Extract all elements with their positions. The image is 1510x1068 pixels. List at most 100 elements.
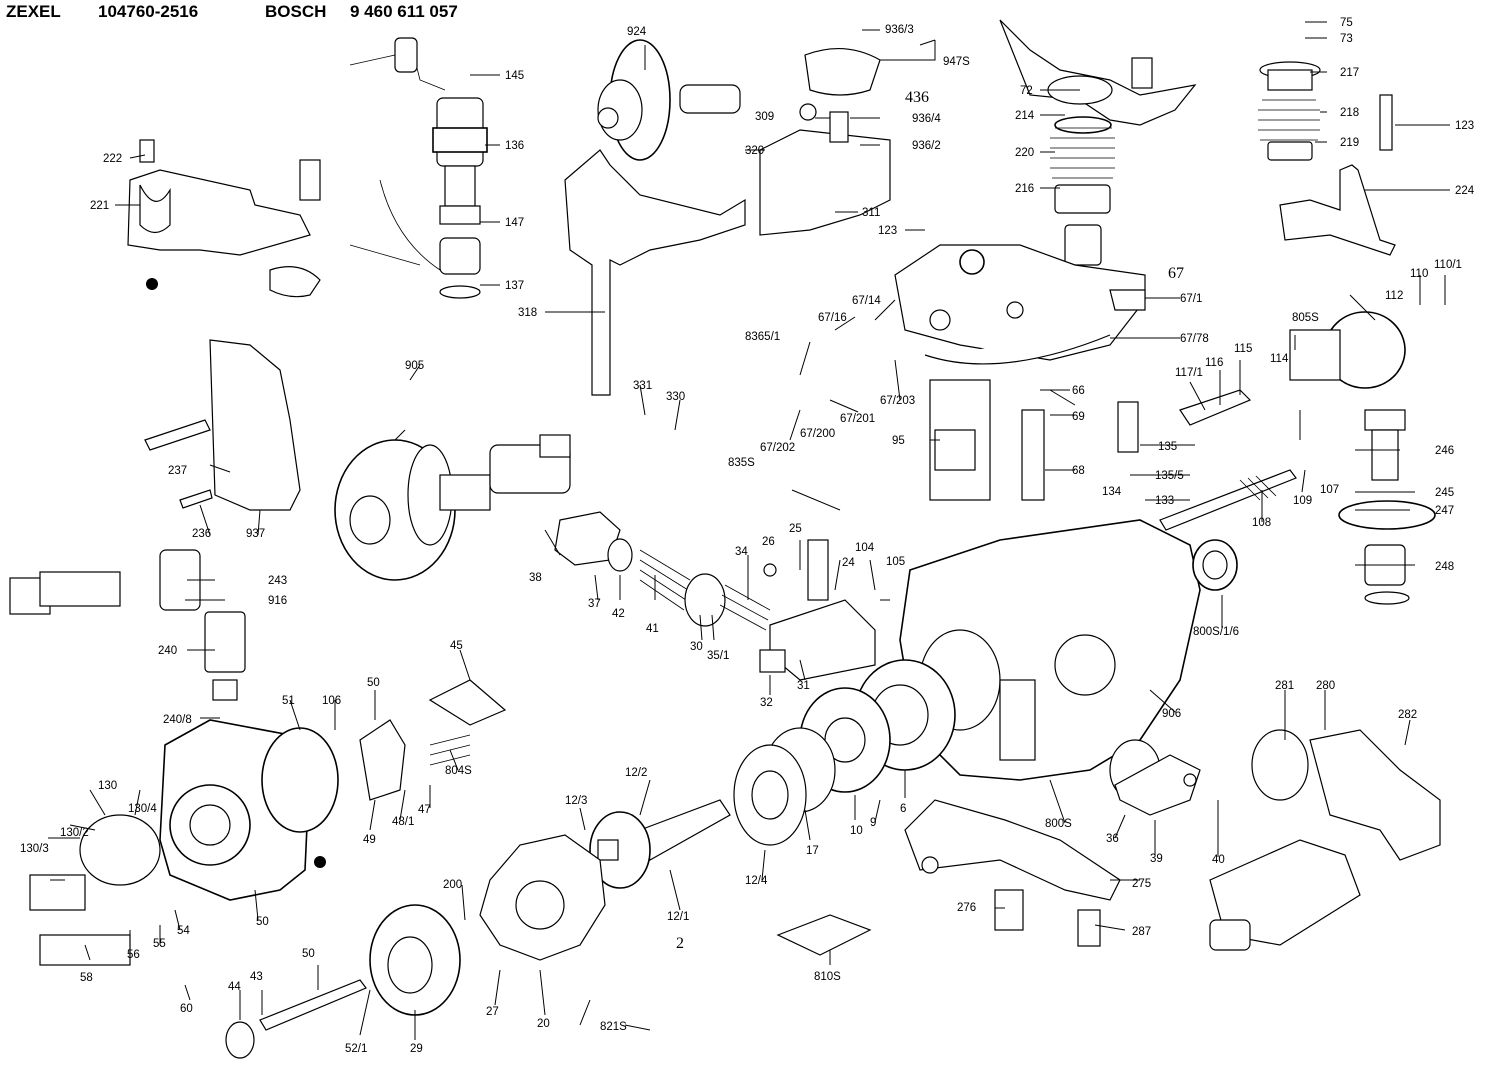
callout-label: 67/202 [760, 442, 795, 454]
callout-label: 12/3 [565, 795, 587, 807]
callout-label: 287 [1132, 926, 1151, 938]
callout-label: 106 [322, 695, 341, 707]
callout-label: 320 [745, 145, 764, 157]
callout-label: 110/1 [1434, 259, 1462, 271]
callout-label: 123 [1455, 120, 1474, 132]
callout-label: 318 [518, 307, 537, 319]
callout-label: 50 [256, 916, 269, 928]
callout-label: 800S/1/6 [1193, 626, 1239, 638]
callout-label: 29 [410, 1043, 423, 1055]
callout-label: 133 [1155, 495, 1174, 507]
callout-label: 275 [1132, 878, 1151, 890]
callout-label: 135 [1158, 441, 1177, 453]
callout-label: 25 [789, 523, 802, 535]
callout-label: 20 [537, 1018, 550, 1030]
callout-label: 58 [80, 972, 93, 984]
callout-label: 50 [367, 677, 380, 689]
leader-lines [48, 21, 1450, 1040]
header-part-number-2: 9 460 611 057 [350, 2, 458, 21]
callout-label: 51 [282, 695, 295, 707]
callout-label: 236 [192, 528, 211, 540]
callout-label: 240/8 [163, 714, 192, 726]
callout-label: 810S [814, 971, 841, 983]
callout-label: 66 [1072, 385, 1085, 397]
callout-label: 936/3 [885, 24, 914, 36]
callout-label: 67/78 [1180, 333, 1209, 345]
callout-label: 110 [1410, 268, 1428, 280]
callout-label: 136 [505, 140, 524, 152]
callout-label: 35/1 [707, 650, 729, 662]
callout-label: 147 [505, 217, 524, 229]
handwritten-notes: 436 2 [676, 89, 929, 952]
callout-label: 135/5 [1155, 470, 1184, 482]
component-drawings [9, 19, 1441, 1059]
callout-label: 30 [690, 641, 703, 653]
callout-label: 145 [505, 70, 524, 82]
callout-label: 936/4 [912, 113, 941, 125]
callout-label: 276 [957, 902, 976, 914]
callout-label: 243 [268, 575, 287, 587]
callout-label: 67/16 [818, 312, 847, 324]
callout-label: 219 [1340, 137, 1359, 149]
callout-label: 311 [862, 207, 880, 219]
callout-label: 245 [1435, 487, 1454, 499]
callout-label: 800S [1045, 818, 1072, 830]
callout-label: 9 [870, 817, 876, 829]
callout-label: 8365/1 [745, 331, 780, 343]
handwritten-note-2: 2 [676, 935, 684, 952]
callout-label: 330 [666, 391, 685, 403]
callout-label: 805S [1292, 312, 1319, 324]
callout-label: 67/200 [800, 428, 835, 440]
callout-label: 137 [505, 280, 524, 292]
callout-label: 937 [246, 528, 265, 540]
callout-label: 331 [633, 380, 652, 392]
callout-label: 67 [1168, 265, 1184, 282]
callout-label: 50 [302, 948, 315, 960]
callout-label: 67/203 [880, 395, 915, 407]
callout-label: 24 [842, 557, 855, 569]
header-make-1: ZEXEL [6, 2, 61, 21]
callout-label: 281 [1275, 680, 1294, 692]
callout-label: 906 [1162, 708, 1181, 720]
callout-label: 17 [806, 845, 819, 857]
callout-label: 214 [1015, 110, 1035, 122]
callout-label: 31 [797, 680, 810, 692]
handwritten-note-436: 436 [905, 89, 929, 106]
callout-label: 104 [855, 542, 875, 554]
callout-label: 95 [892, 435, 905, 447]
callout-label: 69 [1072, 411, 1085, 423]
callout-label: 246 [1435, 445, 1454, 457]
callout-label: 240 [158, 645, 177, 657]
callout-label: 123 [878, 225, 897, 237]
callout-label: 54 [177, 925, 190, 937]
callout-label: 36 [1106, 833, 1119, 845]
callout-label: 218 [1340, 107, 1359, 119]
callout-label: 67/201 [840, 413, 875, 425]
header-part-number-1: 104760-2516 [98, 2, 199, 21]
part-callouts: 924 936/3 947S 75 73 145 217 309 936/4 7… [20, 17, 1475, 1055]
callout-label: 947S [943, 56, 970, 68]
callout-label: 27 [486, 1006, 499, 1018]
callout-label: 37 [588, 598, 601, 610]
callout-label: 32 [760, 697, 773, 709]
callout-label: 130/4 [128, 803, 157, 815]
callout-label: 12/4 [745, 875, 768, 887]
callout-label: 221 [90, 200, 109, 212]
callout-label: 248 [1435, 561, 1454, 573]
callout-label: 130/2 [60, 827, 89, 839]
callout-label: 924 [627, 26, 647, 38]
callout-label: 38 [529, 572, 542, 584]
callout-label: 39 [1150, 853, 1163, 865]
callout-label: 222 [103, 153, 122, 165]
callout-label: 56 [127, 949, 140, 961]
callout-label: 114 [1270, 353, 1289, 365]
callout-label: 44 [228, 981, 241, 993]
callout-label: 12/2 [625, 767, 647, 779]
callout-label: 52/1 [345, 1043, 367, 1055]
callout-label: 72 [1020, 85, 1033, 97]
callout-label: 237 [168, 465, 187, 477]
callout-label: 835S [728, 457, 755, 469]
callout-label: 821S [600, 1021, 627, 1033]
callout-label: 224 [1455, 185, 1475, 197]
